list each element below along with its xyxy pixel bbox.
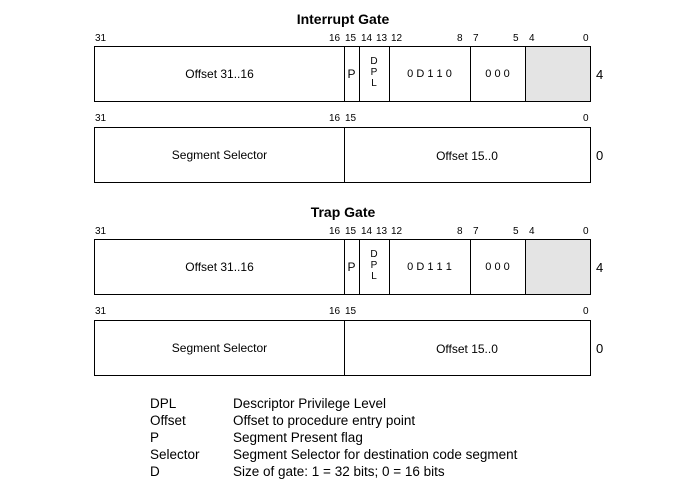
bit-15: 15 <box>345 33 357 44</box>
bit-15: 15 <box>345 306 357 317</box>
bit-16: 16 <box>329 226 341 237</box>
reserved-field-shade <box>525 240 590 294</box>
bit-13: 13 <box>376 226 388 237</box>
bit-31: 31 <box>95 33 107 44</box>
bit-0: 0 <box>583 113 589 124</box>
dword-offset-0: 0 <box>596 148 604 163</box>
dpl-field: D P L <box>370 249 378 282</box>
bit-7: 7 <box>473 226 479 237</box>
type-bits-field: 0 D 1 1 0 <box>407 68 452 80</box>
legend-item: D Size of gate: 1 = 32 bits; 0 = 16 bits <box>150 464 650 481</box>
reserved-field-shade <box>525 47 590 101</box>
legend-item: Offset Offset to procedure entry point <box>150 413 650 430</box>
interrupt-gate-title: Interrupt Gate <box>296 11 390 27</box>
bit-5: 5 <box>513 226 519 237</box>
offset-31-16-field: Offset 31..16 <box>185 67 254 81</box>
dword-offset-0: 0 <box>596 341 604 356</box>
dpl-field: D P L <box>370 56 378 89</box>
legend-value: Size of gate: 1 = 32 bits; 0 = 16 bits <box>233 464 445 479</box>
segment-selector-field: Segment Selector <box>171 148 268 162</box>
bit-31: 31 <box>95 306 107 317</box>
bit-7: 7 <box>473 33 479 44</box>
bit-31: 31 <box>95 113 107 124</box>
bit-16: 16 <box>329 113 341 124</box>
bit-16: 16 <box>329 33 341 44</box>
bit-8: 8 <box>457 226 463 237</box>
bit-0: 0 <box>583 306 589 317</box>
bit-0: 0 <box>583 33 589 44</box>
interrupt-gate-low-dword: Segment Selector Offset 15..0 <box>94 127 591 183</box>
bit-14: 14 <box>361 33 373 44</box>
bit-12: 12 <box>391 33 403 44</box>
offset-15-0-field: Offset 15..0 <box>436 149 498 163</box>
bit-16: 16 <box>329 306 341 317</box>
trap-gate-high-dword: Offset 31..16 P D P L 0 D 1 1 1 0 0 0 <box>94 239 591 295</box>
bit-31: 31 <box>95 226 107 237</box>
offset-15-0-field: Offset 15..0 <box>436 342 498 356</box>
bit-13: 13 <box>376 33 388 44</box>
interrupt-gate-high-dword: Offset 31..16 P D P L 0 D 1 1 0 0 0 0 <box>94 46 591 102</box>
legend-key: DPL <box>150 396 177 411</box>
type-bits-field: 0 D 1 1 1 <box>407 261 452 273</box>
bit-8: 8 <box>457 33 463 44</box>
legend-key: P <box>150 430 160 445</box>
p-field: P <box>347 67 356 81</box>
legend-key: Offset <box>150 413 186 428</box>
legend-item: P Segment Present flag <box>150 430 650 447</box>
legend-value: Offset to procedure entry point <box>233 413 416 428</box>
bit-14: 14 <box>361 226 373 237</box>
zero-bits-field: 0 0 0 <box>485 261 510 273</box>
zero-bits-field: 0 0 0 <box>485 68 510 80</box>
bit-4: 4 <box>529 226 535 237</box>
bit-15: 15 <box>345 113 357 124</box>
bit-0: 0 <box>583 226 589 237</box>
legend-item: Selector Segment Selector for destinatio… <box>150 447 650 464</box>
offset-31-16-field: Offset 31..16 <box>185 260 254 274</box>
dword-offset-4: 4 <box>596 260 604 275</box>
trap-gate-title: Trap Gate <box>310 204 376 220</box>
trap-gate-low-dword: Segment Selector Offset 15..0 <box>94 320 591 376</box>
legend-value: Segment Present flag <box>233 430 363 445</box>
dword-offset-4: 4 <box>596 67 604 82</box>
legend-key: Selector <box>150 447 200 462</box>
legend-item: DPL Descriptor Privilege Level <box>150 396 650 413</box>
bit-4: 4 <box>529 33 535 44</box>
segment-selector-field: Segment Selector <box>171 341 268 355</box>
bit-15: 15 <box>345 226 357 237</box>
legend-value: Segment Selector for destination code se… <box>233 447 518 462</box>
p-field: P <box>347 260 356 274</box>
legend-value: Descriptor Privilege Level <box>233 396 387 411</box>
bit-12: 12 <box>391 226 403 237</box>
legend-key: D <box>150 464 160 479</box>
bit-5: 5 <box>513 33 519 44</box>
